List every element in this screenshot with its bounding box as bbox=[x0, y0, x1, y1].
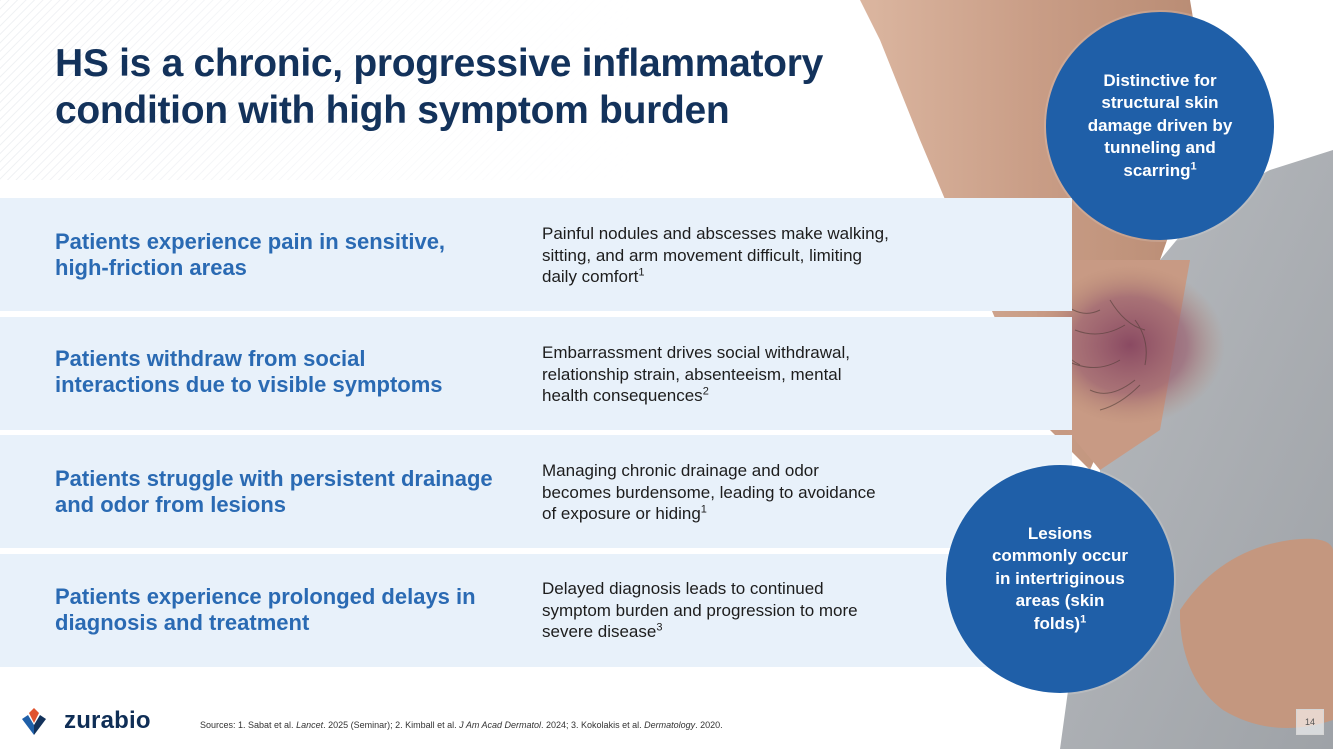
row-lead: Patients experience pain in sensitive, h… bbox=[55, 229, 446, 280]
logo-wordmark: zurabio bbox=[64, 707, 151, 734]
callout-text: Distinctive for structural skin damage d… bbox=[1087, 70, 1233, 180]
callout-intertriginous: Lesions commonly occur in intertriginous… bbox=[946, 465, 1174, 693]
page-number: 14 bbox=[1296, 709, 1324, 735]
row-desc: Managing chronic drainage and odor becom… bbox=[542, 461, 876, 523]
ref-marker: 1 bbox=[638, 266, 645, 279]
sources-footnote: Sources: 1. Sabat et al. Lancet. 2025 (S… bbox=[200, 720, 723, 730]
burden-row-social: Patients withdraw from social interactio… bbox=[0, 317, 1072, 430]
burden-row-diagnosis: Patients experience prolonged delays in … bbox=[0, 554, 1072, 667]
row-lead: Patients withdraw from social interactio… bbox=[55, 346, 443, 397]
row-desc: Painful nodules and abscesses make walki… bbox=[542, 224, 889, 286]
ref-marker: 3 bbox=[656, 621, 663, 634]
ref-marker: 1 bbox=[700, 503, 707, 516]
row-desc: Embarrassment drives social withdrawal, … bbox=[542, 343, 850, 405]
ref-marker: 1 bbox=[1080, 613, 1087, 626]
callout-scarring: Distinctive for structural skin damage d… bbox=[1046, 12, 1274, 240]
zurabio-logo: zurabio bbox=[18, 705, 151, 737]
row-lead: Patients struggle with persistent draina… bbox=[55, 466, 493, 517]
zurabio-mark-icon bbox=[22, 708, 46, 735]
ref-marker: 2 bbox=[702, 385, 709, 398]
row-lead: Patients experience prolonged delays in … bbox=[55, 584, 476, 635]
row-desc: Delayed diagnosis leads to continued sym… bbox=[542, 579, 858, 641]
burden-row-drainage: Patients struggle with persistent draina… bbox=[0, 435, 1072, 548]
ref-marker: 1 bbox=[1190, 160, 1197, 173]
background-hatch bbox=[0, 0, 900, 180]
burden-row-pain: Patients experience pain in sensitive, h… bbox=[0, 198, 1072, 311]
callout-text: Lesions commonly occur in intertriginous… bbox=[991, 523, 1129, 633]
slide-title: HS is a chronic, progressive inflammator… bbox=[55, 42, 823, 132]
